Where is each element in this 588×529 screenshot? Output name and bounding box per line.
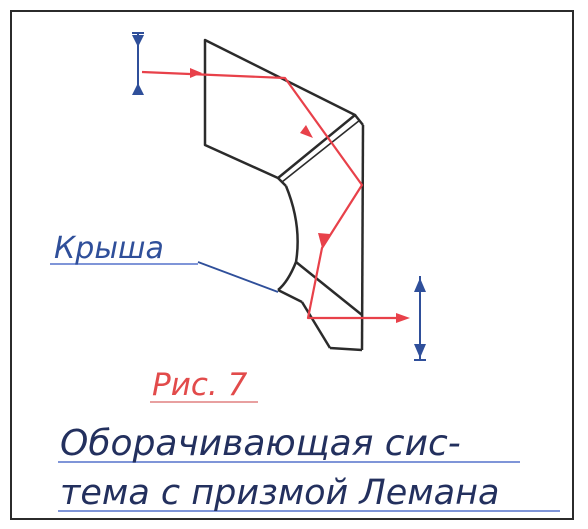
figure-label: Рис. 7 (152, 367, 248, 403)
roof-label: Крыша (54, 231, 164, 266)
caption-line-2: тема с призмой Лемана (60, 473, 499, 513)
vertical-arrows-icon (414, 276, 426, 361)
prism-outline (203, 38, 365, 352)
roof-leader-line (197, 261, 279, 293)
ray-arrow-in (190, 68, 202, 78)
light-rays (141, 68, 410, 323)
ray-path (141, 70, 398, 320)
ray-arrow-down (318, 233, 330, 248)
ray-arrow-mid (300, 125, 313, 138)
ray-arrow-out (396, 313, 410, 323)
caption-line-1: Оборачивающая сис- (60, 423, 461, 464)
vertical-arrows-icon (132, 32, 144, 95)
